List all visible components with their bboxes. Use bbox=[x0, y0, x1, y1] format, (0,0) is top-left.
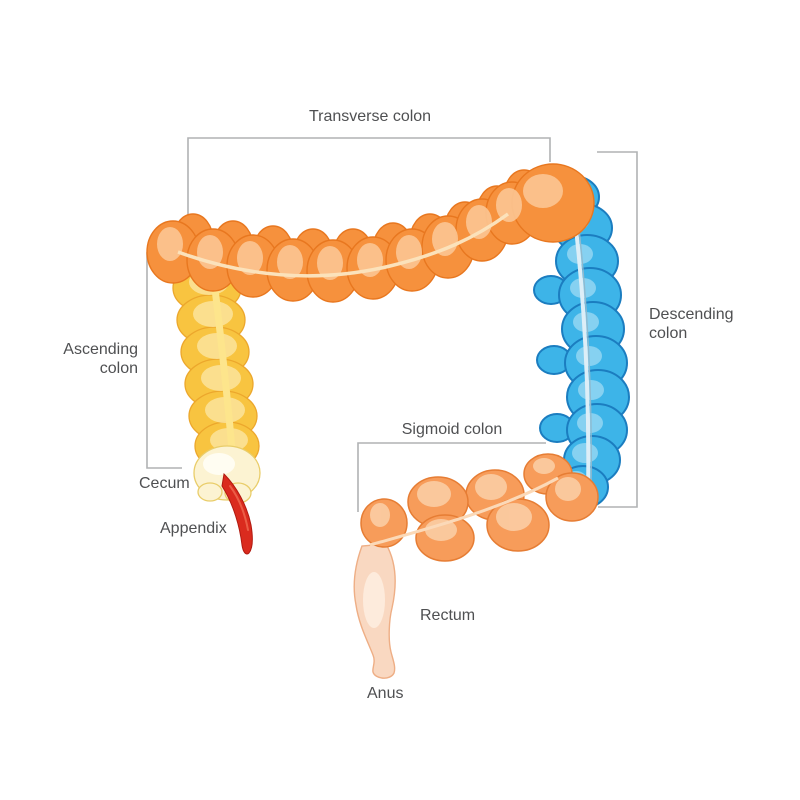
descending-colon-label: Descending colon bbox=[649, 306, 734, 342]
transverse-colon-tenia bbox=[177, 212, 510, 278]
descending-colon-bracket bbox=[597, 151, 638, 508]
appendix-highlight bbox=[229, 485, 249, 531]
sigmoid-colon-tenia bbox=[369, 476, 559, 547]
cecum-highlight bbox=[203, 453, 235, 475]
rectum-label: Rectum bbox=[420, 607, 476, 624]
transverse-colon-bracket bbox=[187, 137, 551, 218]
anus-label: Anus bbox=[367, 685, 404, 702]
sigmoid-colon-bracket bbox=[357, 442, 546, 512]
sigmoid-colon-label: Sigmoid colon bbox=[401, 421, 503, 438]
cecum-label: Cecum bbox=[139, 475, 190, 492]
sigmoid-colon-shape bbox=[360, 453, 599, 562]
transverse-colon-label: Transverse colon bbox=[308, 108, 432, 125]
appendix-label: Appendix bbox=[160, 520, 227, 537]
ascending-colon-label: Ascending colon bbox=[63, 341, 138, 377]
ascending-colon-tenia bbox=[209, 268, 237, 466]
appendix-shape bbox=[221, 472, 253, 555]
sigmoid-colon-highlights bbox=[370, 458, 581, 541]
rectum-highlight bbox=[363, 572, 385, 628]
